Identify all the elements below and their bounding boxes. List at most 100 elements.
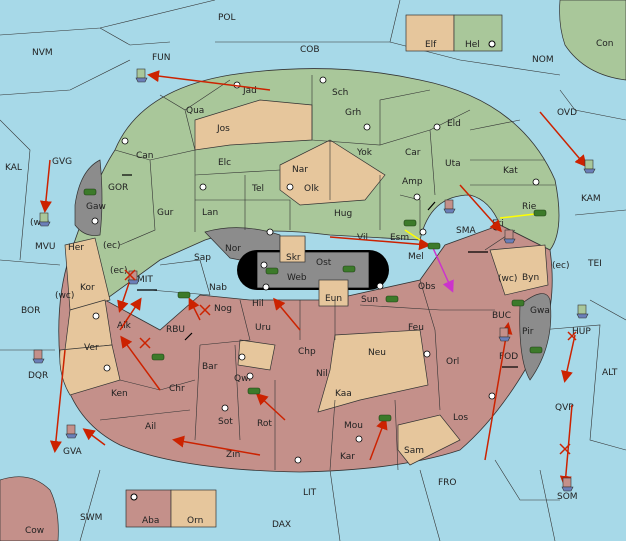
label-pol: POL [218, 13, 236, 23]
label-nvm: NVM [32, 48, 53, 58]
label-wc-3: (wc) [498, 274, 517, 284]
fleet-icon [38, 212, 51, 227]
army-icon [533, 209, 547, 217]
label-car: Car [405, 148, 421, 158]
fleet-icon [32, 349, 45, 364]
label-buc: BUC [492, 311, 511, 321]
label-gwa: Gwa [530, 306, 550, 316]
region-her[interactable] [64, 237, 111, 311]
fleet-icon [498, 327, 511, 342]
label-nor: Nor [225, 244, 241, 254]
legend-elf: Elf [425, 40, 437, 50]
label-rbu: RBU [166, 325, 185, 335]
label-neu: Neu [368, 348, 386, 358]
label-chp: Chp [298, 347, 316, 357]
label-obs: Obs [418, 282, 436, 292]
label-alt: ALT [602, 368, 618, 378]
label-gaw: Gaw [86, 202, 106, 212]
label-gva: GVA [63, 447, 83, 457]
label-orl: Orl [446, 357, 459, 367]
region-eun-box[interactable] [318, 279, 349, 307]
con-region[interactable] [559, 0, 626, 81]
supply-centers [91, 76, 540, 464]
region-byn[interactable] [489, 244, 549, 296]
label-byn: Byn [522, 273, 539, 283]
label-nab: Nab [209, 283, 227, 293]
region-pir[interactable] [519, 293, 552, 381]
sea-labels: POL NVM FUN COB NOM Con OVD KAL GVG KAM … [5, 13, 618, 536]
label-lan: Lan [202, 208, 218, 218]
fleets[interactable] [32, 68, 596, 492]
label-nar: Nar [292, 165, 308, 175]
label-nom: NOM [532, 55, 554, 65]
label-ec-1: (ec) [103, 241, 121, 251]
label-bar: Bar [202, 362, 218, 372]
label-tel: Tel [251, 184, 264, 194]
label-gor: GOR [108, 183, 128, 193]
label-grh: Grh [345, 108, 361, 118]
label-qvp: QVP [555, 403, 574, 413]
legend-bottom: Aba Orn [125, 489, 217, 528]
army-icon [247, 387, 261, 395]
label-swm: SWM [80, 513, 102, 523]
region-skr-box[interactable] [279, 235, 306, 263]
label-los: Los [453, 413, 468, 423]
legend-orn: Orn [187, 516, 203, 526]
label-eld: Eld [447, 119, 461, 129]
label-kam: KAM [581, 194, 601, 204]
region-kaa[interactable] [317, 329, 429, 413]
region-gaw[interactable] [74, 159, 103, 236]
label-sot: Sot [218, 417, 233, 427]
label-mou: Mou [344, 421, 363, 431]
region-ver[interactable] [59, 344, 121, 396]
label-sch: Sch [332, 88, 348, 98]
army-icon [529, 346, 543, 354]
army-icon [378, 414, 392, 422]
fleet-icon [503, 229, 516, 244]
army-icon [265, 267, 279, 275]
failed-markers [124, 269, 577, 455]
army-icon [342, 265, 356, 273]
army-icon [83, 188, 97, 196]
army-icon [403, 219, 417, 227]
label-uta: Uta [445, 159, 461, 169]
label-eun: Eun [325, 294, 342, 304]
army-icon [177, 291, 191, 299]
label-sun: Sun [361, 295, 378, 305]
region-sam[interactable] [397, 414, 461, 466]
label-gur: Gur [157, 208, 174, 218]
magenta-arrow [432, 247, 454, 293]
label-wc-2: (wc) [55, 291, 74, 301]
label-ec-2: (ec) [110, 266, 128, 276]
label-cob: COB [300, 45, 320, 55]
label-tei: TEI [587, 259, 602, 269]
label-ail: Ail [145, 422, 156, 432]
legend-top: Elf Hel [405, 14, 503, 52]
label-ken: Ken [111, 389, 128, 399]
label-nog: Nog [214, 304, 232, 314]
label-skr: Skr [286, 253, 301, 263]
label-fod: FOD [499, 352, 518, 362]
label-fro: FRO [438, 478, 457, 488]
label-sap: Sap [194, 253, 211, 263]
label-kar: Kar [340, 452, 355, 462]
label-feu: Feu [408, 323, 424, 333]
label-web: Web [287, 273, 307, 283]
label-can: Can [136, 151, 154, 161]
label-con: Con [596, 39, 614, 49]
label-qua: Qua [186, 106, 204, 116]
label-sam: Sam [404, 446, 424, 456]
cow-region[interactable] [0, 476, 59, 541]
fleet-icon [583, 159, 596, 174]
fleet-icon [135, 68, 148, 83]
label-rie: Rie [522, 202, 537, 212]
label-sma: SMA [456, 226, 476, 236]
label-yok: Yok [356, 148, 373, 158]
label-fun: FUN [152, 53, 171, 63]
label-ost: Ost [316, 258, 332, 268]
label-hil: Hil [252, 299, 264, 309]
armies[interactable] [83, 188, 547, 422]
support-lines [404, 213, 536, 241]
label-alk: Alk [117, 321, 132, 331]
label-mit: MIT [137, 275, 153, 285]
